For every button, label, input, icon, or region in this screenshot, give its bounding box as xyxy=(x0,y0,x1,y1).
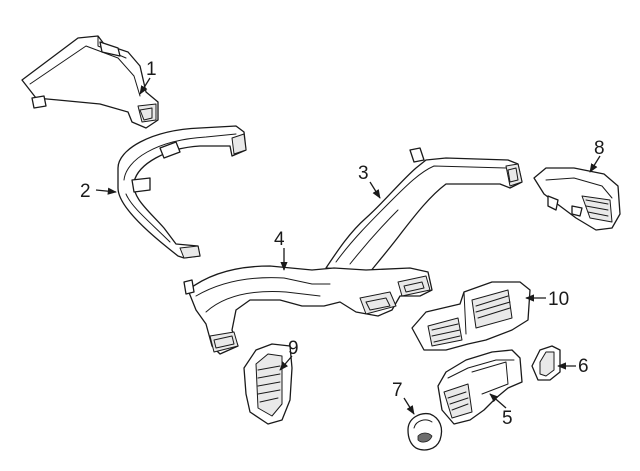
part-2-duct xyxy=(117,125,247,259)
leader-5 xyxy=(489,393,507,409)
part-7-knob xyxy=(407,412,443,451)
part-8-side-vent xyxy=(533,167,621,231)
leader-lines xyxy=(95,77,601,415)
leader-2 xyxy=(95,187,117,195)
callout-3: 3 xyxy=(358,163,369,184)
leader-1 xyxy=(139,77,151,95)
callout-10: 10 xyxy=(548,289,569,310)
part-10-dual-vent xyxy=(411,281,531,351)
callout-7: 7 xyxy=(392,380,403,401)
callout-1: 1 xyxy=(146,59,157,80)
callout-labels: 1 2 3 4 5 6 7 8 9 10 xyxy=(80,59,605,429)
part-1-duct xyxy=(21,35,159,129)
part-6-vent-bezel xyxy=(531,345,561,381)
leader-8 xyxy=(589,155,601,173)
callout-6: 6 xyxy=(578,356,589,377)
part-5-vent-housing xyxy=(437,349,523,425)
part-4-duct xyxy=(183,265,433,355)
callout-5: 5 xyxy=(502,408,513,429)
callout-4: 4 xyxy=(274,229,285,250)
leader-7 xyxy=(403,397,415,415)
leader-3 xyxy=(369,181,381,199)
callout-8: 8 xyxy=(594,138,605,159)
leader-9 xyxy=(279,355,293,371)
part-9-vent-louver xyxy=(243,343,293,425)
callout-9: 9 xyxy=(288,338,299,359)
callout-2: 2 xyxy=(80,181,91,202)
part-3-duct xyxy=(325,147,523,273)
